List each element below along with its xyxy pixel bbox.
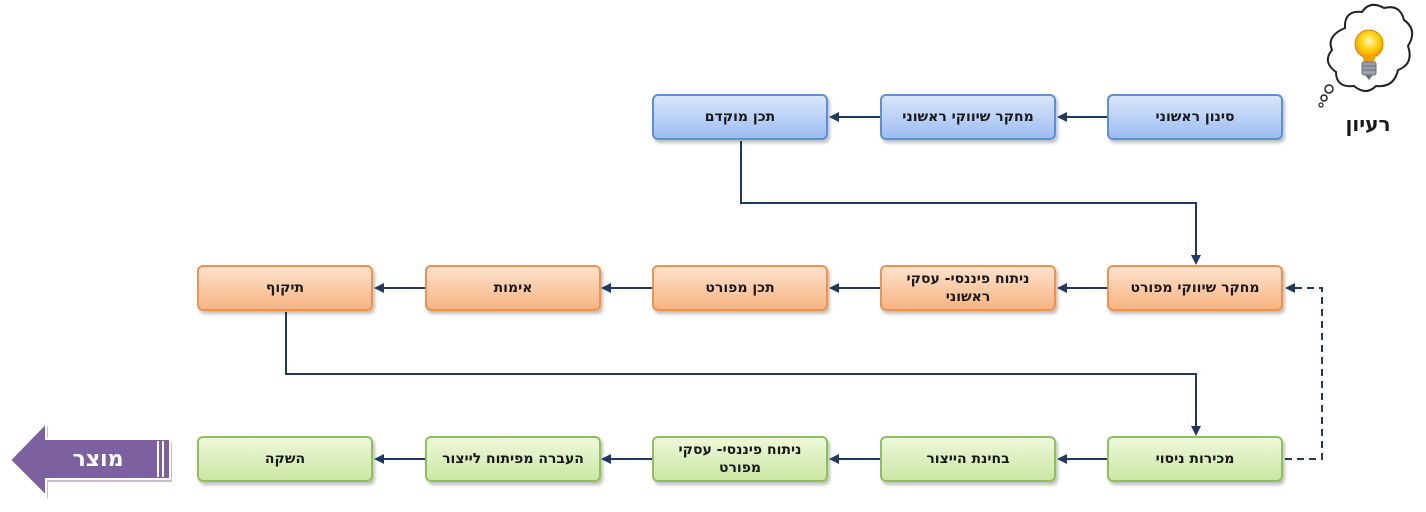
idea-label: רעיון (1345, 112, 1391, 136)
flow-node-preliminary-design: תכן מוקדם (652, 94, 828, 140)
flow-node-validation: תיקוף (197, 265, 373, 311)
left-arrow-icon (8, 420, 172, 499)
node-label: השקה (264, 451, 306, 467)
node-label: ניתוח פיננסי- עסקי מפורט (678, 442, 802, 476)
flow-node-detailed-financial-analysis: ניתוח פיננסי- עסקי מפורט (652, 436, 828, 482)
flow-node-transfer-to-production: העברה מפיתוח לייצור (425, 436, 601, 482)
node-label: אימות (493, 280, 533, 296)
arrow-row1-to-row2 (740, 141, 1201, 265)
node-label: מחקר שיווקי מפורט (1130, 280, 1260, 296)
feedback-dashed-arrow (1285, 283, 1323, 460)
node-label: תיקוף (265, 280, 305, 296)
lightbulb-thought-icon (1318, 3, 1414, 108)
node-label: תכן מפורט (705, 280, 775, 296)
node-label: מחקר שיווקי ראשוני (902, 109, 1034, 125)
flow-node-production-review: בחינת הייצור (880, 436, 1056, 482)
flow-node-verification: אימות (425, 265, 601, 311)
node-label: מכירות ניסוי (1155, 451, 1235, 467)
flow-node-initial-market-research: מחקר שיווקי ראשוני (880, 94, 1056, 140)
node-label: בחינת הייצור (926, 451, 1010, 467)
flow-node-detailed-market-research: מחקר שיווקי מפורט (1107, 265, 1283, 311)
flow-node-test-sales: מכירות ניסוי (1107, 436, 1283, 482)
arrow-row2-to-row3 (285, 312, 1201, 436)
node-label: ניתוח פיננסי- עסקי ראשוני (906, 271, 1030, 305)
node-label: תכן מוקדם (704, 109, 776, 125)
flow-node-detailed-design: תכן מפורט (652, 265, 828, 311)
flow-node-initial-financial-analysis: ניתוח פיננסי- עסקי ראשוני (880, 265, 1056, 311)
product-label: מוצר (72, 446, 124, 472)
flow-node-launch: השקה (197, 436, 373, 482)
node-label: סינון ראשוני (1155, 109, 1235, 125)
node-label: העברה מפיתוח לייצור (442, 451, 584, 467)
flow-node-initial-screening: סינון ראשוני (1107, 94, 1283, 140)
